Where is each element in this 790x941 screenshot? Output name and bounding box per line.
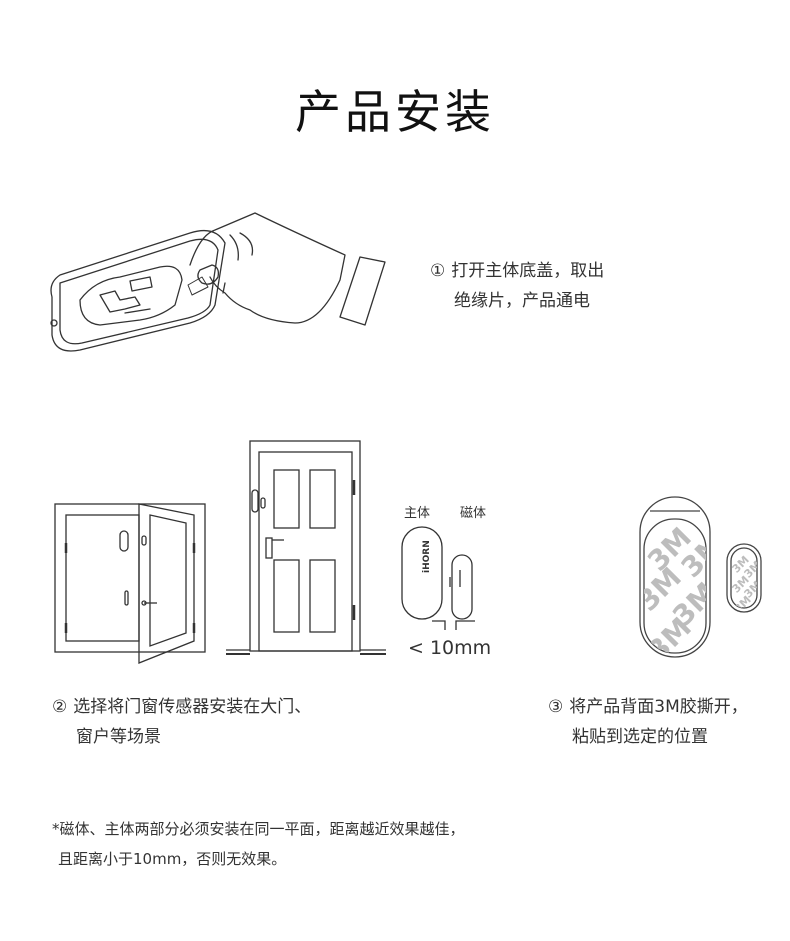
- step-3-number: ③: [548, 697, 564, 717]
- note-line1: *磁体、主体两部分必须安装在同一平面，距离越近效果越佳，: [52, 820, 465, 838]
- installation-note: *磁体、主体两部分必须安装在同一平面，距离越近效果越佳， 且距离小于10mm，否…: [52, 814, 465, 874]
- step-1-line1: 打开主体底盖，取出: [451, 261, 605, 281]
- note-line2: 且距离小于10mm，否则无效果。: [58, 850, 287, 868]
- step-2-line1: 选择将门窗传感器安装在大门、: [73, 697, 312, 717]
- distance-label: < 10mm: [408, 637, 492, 659]
- magnet-label: 磁体: [460, 506, 487, 521]
- window-illustration: [54, 503, 206, 664]
- step-3-line1: 将产品背面3M胶撕开，: [569, 697, 748, 717]
- adhesive-illustration: 3M 3M 3M 3M 3M 3M 3M 3M 3M 3M: [639, 496, 762, 658]
- step-2-line2: 窗户等场景: [76, 727, 161, 747]
- step-1-line2: 绝缘片，产品通电: [454, 291, 590, 311]
- page-title: 产品安装: [295, 85, 495, 139]
- main-body-label: 主体: [404, 506, 431, 521]
- step-1-number: ①: [430, 261, 446, 281]
- open-base-illustration: [50, 212, 386, 352]
- sensor-pair-illustration: iHORN: [401, 526, 475, 630]
- step-2-number: ②: [52, 697, 68, 717]
- brand-logo: iHORN: [422, 540, 432, 573]
- step-3-line2: 粘贴到选定的位置: [572, 727, 708, 747]
- door-illustration: [226, 440, 386, 655]
